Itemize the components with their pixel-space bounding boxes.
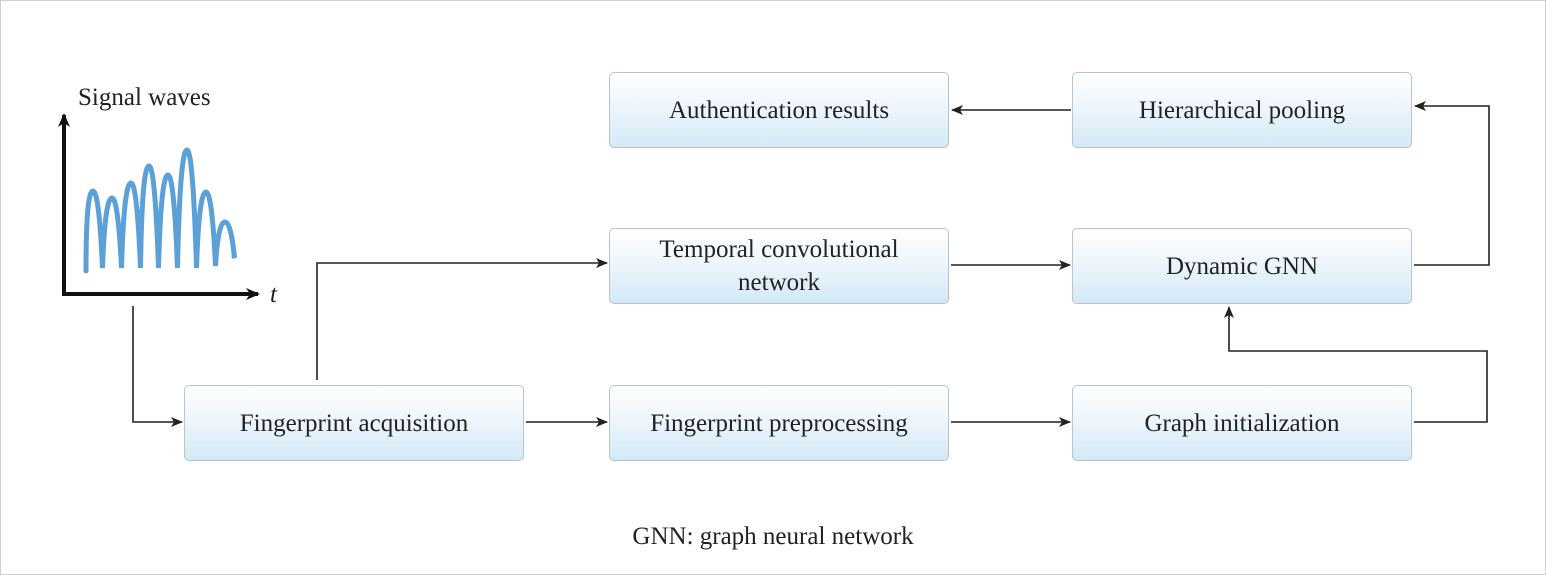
node-dynamic-gnn-label: Dynamic GNN (1165, 252, 1319, 280)
arrow-dynamic-gnn-to-pooling (1414, 101, 1490, 266)
node-graph-initialization: Graph initialization (1072, 385, 1412, 461)
signal-waves-label: Signal waves (78, 84, 211, 111)
footnote: GNN: graph neural network (632, 523, 914, 550)
node-fingerprint-preprocessing: Fingerprint preprocessing (609, 385, 949, 461)
node-temporal-convolutional-network-label: Temporal convolutional network (659, 236, 899, 296)
arrow-graph-init-to-dynamic-gnn (1224, 306, 1488, 423)
node-temporal-convolutional-network: Temporal convolutional network (609, 228, 949, 304)
time-axis-label: t (270, 281, 277, 308)
arrow-signal-to-acquisition (132, 306, 183, 427)
node-hierarchical-pooling-label: Hierarchical pooling (1138, 96, 1346, 124)
signal-axes (58, 113, 260, 300)
node-hierarchical-pooling: Hierarchical pooling (1072, 72, 1412, 148)
node-fingerprint-acquisition: Fingerprint acquisition (184, 385, 524, 461)
node-fingerprint-acquisition-label: Fingerprint acquisition (239, 409, 469, 437)
node-authentication-results: Authentication results (609, 72, 949, 148)
signal-wave (83, 147, 237, 274)
arrow-acquisition-to-tcn (316, 258, 608, 380)
node-authentication-results-label: Authentication results (668, 96, 890, 124)
node-graph-initialization-label: Graph initialization (1144, 409, 1340, 437)
node-dynamic-gnn: Dynamic GNN (1072, 228, 1412, 304)
node-fingerprint-preprocessing-label: Fingerprint preprocessing (650, 409, 908, 437)
